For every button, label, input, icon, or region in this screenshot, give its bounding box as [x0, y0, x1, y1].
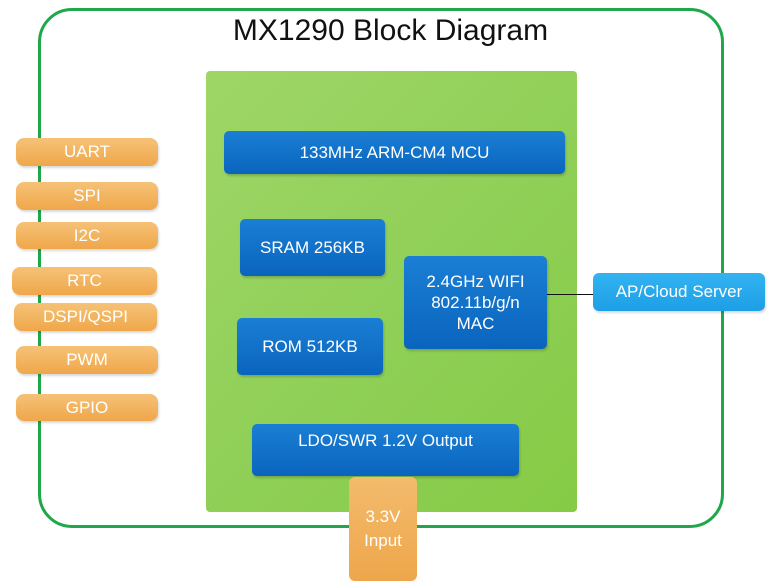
diagram-title: MX1290 Block Diagram	[232, 14, 549, 47]
peripheral-rtc: RTC	[12, 267, 157, 295]
ap-cloud-server: AP/Cloud Server	[593, 273, 765, 311]
peripheral-spi: SPI	[16, 182, 158, 210]
peripheral-gpio: GPIO	[16, 394, 158, 421]
peripheral-i2c: I2C	[16, 222, 158, 249]
peripheral-pwm: PWM	[16, 346, 158, 374]
wifi-line-1: 2.4GHz WIFI	[426, 272, 525, 291]
peripheral-dspi-qspi: DSPI/QSPI	[14, 303, 157, 331]
power-input-label: Input	[364, 531, 402, 550]
wifi-to-server-line	[547, 294, 594, 295]
power-input: 3.3V Input	[349, 477, 417, 581]
wifi-line-3: MAC	[456, 314, 495, 333]
sram-block: SRAM 256KB	[240, 219, 385, 276]
power-input-voltage: 3.3V	[365, 507, 401, 526]
rom-block: ROM 512KB	[237, 318, 383, 375]
peripheral-uart: UART	[16, 138, 158, 166]
wifi-block: 2.4GHz WIFI 802.11b/g/n MAC	[404, 256, 547, 349]
mcu-block: 133MHz ARM-CM4 MCU	[224, 131, 565, 174]
wifi-line-2: 802.11b/g/n	[431, 293, 520, 312]
ldo-block: LDO/SWR 1.2V Output	[252, 424, 519, 476]
